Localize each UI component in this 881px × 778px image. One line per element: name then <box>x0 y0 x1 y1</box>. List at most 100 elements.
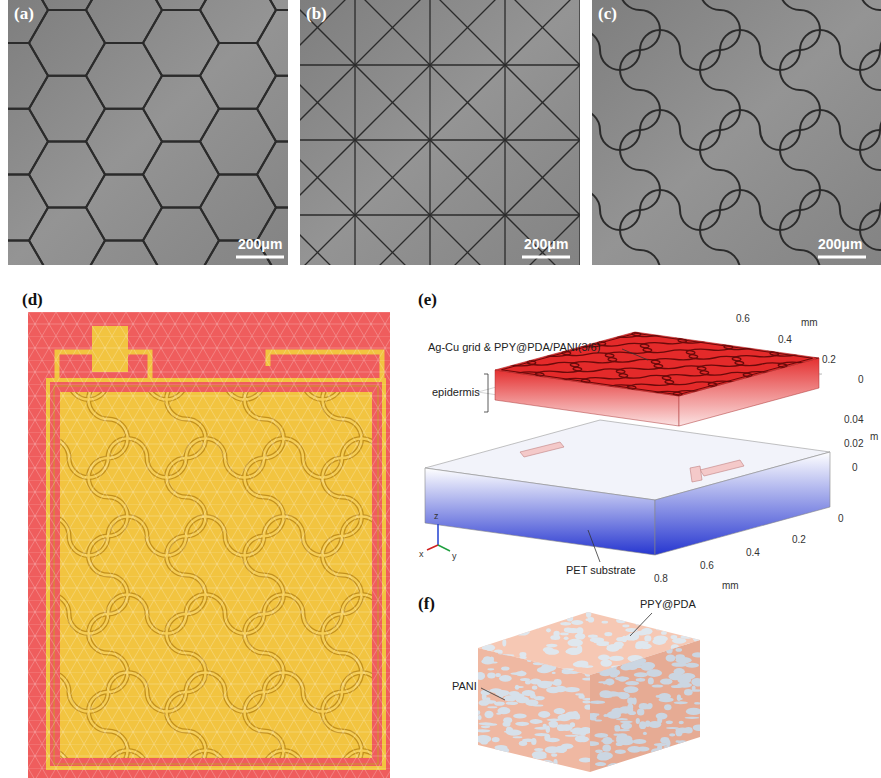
diagonal-line <box>300 0 580 265</box>
filler-blob <box>476 710 481 715</box>
filler-blob <box>637 643 648 647</box>
filler-blob <box>691 689 702 692</box>
filler-blob <box>570 722 575 727</box>
filler-blob <box>518 764 532 772</box>
filler-blob <box>641 628 652 635</box>
filler-blob <box>588 635 598 638</box>
hexagon-cell <box>200 43 276 109</box>
filler-blob <box>575 633 585 640</box>
serpentine-line <box>880 30 881 70</box>
serpentine-line <box>575 372 633 385</box>
filler-blob <box>638 765 653 770</box>
filler-blob <box>663 619 677 625</box>
filler-blob <box>563 768 574 774</box>
filler-blob <box>612 640 617 644</box>
filler-blob <box>654 761 667 767</box>
filler-blob <box>554 708 566 714</box>
hexagon-cell <box>143 142 219 208</box>
filler-blob <box>489 610 500 613</box>
filler-blob <box>663 757 671 761</box>
filler-blob <box>546 628 551 632</box>
diagonal-line <box>405 0 580 265</box>
filler-blob <box>652 638 666 645</box>
filler-blob <box>664 704 671 710</box>
scale-bar-label: 200μm <box>818 236 862 252</box>
filler-blob <box>474 619 483 621</box>
hexagon-cell <box>29 10 105 76</box>
filler-blob <box>693 625 705 628</box>
filler-blob <box>695 748 701 756</box>
filler-blob <box>495 673 501 677</box>
filler-blob <box>484 626 490 628</box>
filler-blob <box>538 720 542 723</box>
hexagon-cell <box>143 0 219 10</box>
filler-blob <box>494 745 507 749</box>
diagonal-line <box>300 0 305 265</box>
axis-tick: 0.4 <box>746 547 760 559</box>
filler-blob <box>499 675 512 682</box>
filler-blob <box>503 717 512 723</box>
serpentine-line <box>800 190 880 230</box>
filler-blob <box>676 648 683 652</box>
filler-blob <box>693 635 705 642</box>
filler-blob <box>582 678 596 681</box>
filler-blob <box>539 766 544 773</box>
filler-blob <box>475 749 489 754</box>
hexagon-cell <box>143 10 219 76</box>
filler-blob <box>666 720 673 724</box>
serpentine-line <box>620 210 660 265</box>
material-label: PPY@PDA <box>640 598 696 611</box>
filler-blob <box>586 741 599 746</box>
hexagon-cell <box>86 175 162 241</box>
filler-blob <box>654 620 659 626</box>
filler-blob <box>649 616 664 621</box>
axis-tick: 0 <box>838 513 844 525</box>
diagonal-line <box>555 0 580 265</box>
axis-tick: 0.2 <box>822 354 836 366</box>
filler-blob <box>561 743 573 749</box>
diagonal-line <box>300 0 580 265</box>
filler-blob <box>609 656 624 661</box>
filler-blob <box>485 711 494 719</box>
filler-blob <box>585 619 590 621</box>
filler-blob <box>681 673 696 679</box>
filler-blob <box>574 660 581 667</box>
filler-blob <box>525 767 534 772</box>
filler-blob <box>633 647 647 653</box>
filler-blob <box>692 652 703 657</box>
filler-blob <box>494 650 503 655</box>
serpentine-line <box>700 210 740 265</box>
filler-blob <box>674 701 688 704</box>
filler-blob <box>495 690 509 696</box>
serpentine-line <box>640 110 720 150</box>
filler-blob <box>623 611 635 619</box>
filler-blob <box>575 735 587 742</box>
filler-blob <box>606 659 621 666</box>
filler-blob <box>677 695 681 702</box>
filler-blob <box>488 612 493 618</box>
filler-blob <box>534 623 541 628</box>
serpentine-line <box>620 0 660 50</box>
filler-blob <box>663 758 673 764</box>
filler-blob <box>506 730 521 736</box>
filler-blob <box>519 652 526 657</box>
filler-blob <box>652 685 664 688</box>
filler-blob <box>685 655 691 658</box>
filler-blob <box>605 678 615 685</box>
filler-blob <box>479 722 493 725</box>
filler-blob <box>643 732 647 735</box>
layer-label: epidermis <box>432 386 480 399</box>
filler-blob <box>564 628 572 633</box>
serpentine-line <box>800 110 880 150</box>
filler-blob <box>679 721 684 724</box>
panel-label: (e) <box>418 290 437 310</box>
filler-blob <box>567 647 582 655</box>
hexagon-cell <box>200 175 276 241</box>
filler-blob <box>616 735 624 741</box>
hexagon-cell <box>257 142 288 208</box>
filler-blob <box>686 708 702 715</box>
filler-blob <box>475 735 491 743</box>
filler-blob <box>616 718 628 720</box>
filler-blob <box>487 706 497 708</box>
